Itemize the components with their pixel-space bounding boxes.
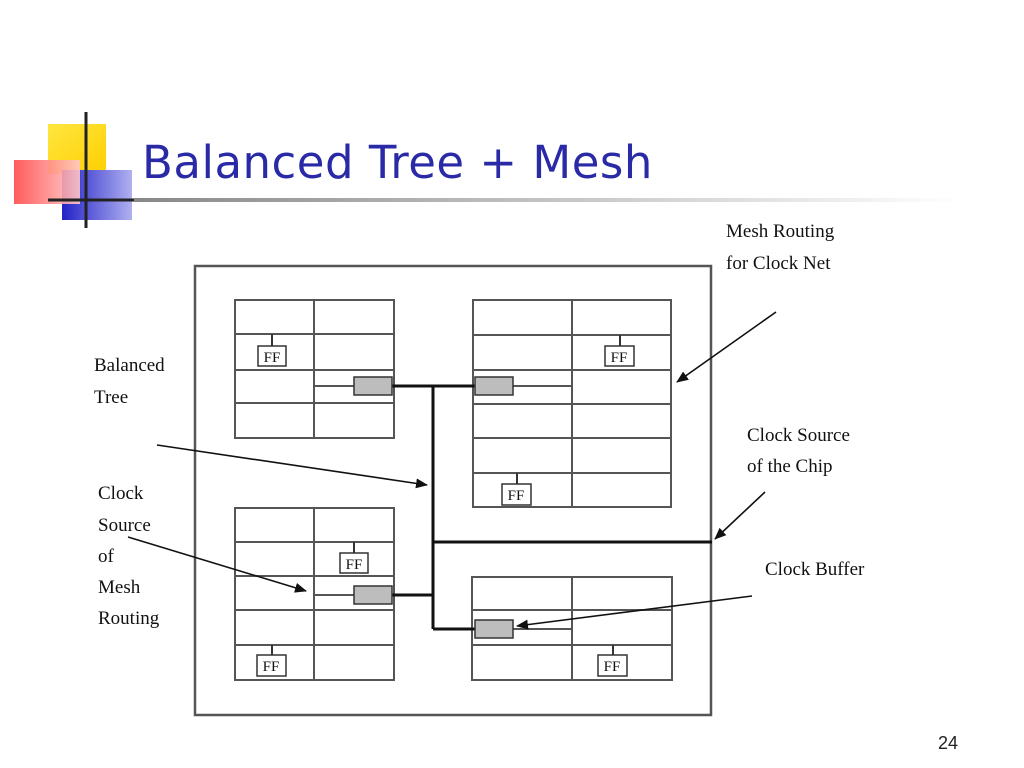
flip-flop: FF (604, 335, 635, 367)
ff-label: FF (604, 659, 621, 675)
chip-outline (193, 264, 713, 717)
clock-buffer (353, 585, 393, 605)
label-mesh-routing: Mesh Routing for Clock Net (726, 221, 835, 274)
label-line: of the Chip (747, 456, 833, 477)
arrow-clock-buffer (516, 595, 753, 630)
clock-buffer (353, 376, 393, 396)
flip-flop: FF (339, 542, 369, 574)
mesh-block-top-left (234, 299, 395, 439)
title-underline (134, 198, 964, 202)
clock-buffer (474, 619, 514, 639)
label-line: Clock Source (747, 425, 850, 446)
arrow-clock-source-chip (714, 491, 766, 540)
buffer-feed-lines (314, 385, 572, 630)
arrow-mesh-routing (676, 311, 777, 383)
label-clock-buffer: Clock Buffer (765, 559, 865, 580)
arrow-clock-source-mesh (127, 536, 307, 593)
label-line: of (98, 546, 115, 567)
label-clock-source-chip: Clock Source of the Chip (747, 425, 850, 477)
flip-flop: FF (256, 645, 287, 677)
ff-label: FF (508, 488, 525, 504)
label-line: Clock (98, 483, 144, 504)
page-number: 24 (938, 733, 959, 753)
ff-label: FF (346, 557, 363, 573)
arrow-balanced-tree (156, 444, 428, 489)
label-line: Tree (94, 387, 128, 408)
flip-flop: FF (257, 334, 287, 367)
slide-title: Balanced Tree + Mesh (142, 136, 653, 189)
flip-flop: FF (597, 645, 628, 677)
label-line: Routing (98, 608, 160, 629)
label-line: Balanced (94, 355, 165, 376)
deco-red-square (14, 160, 80, 204)
label-line: Mesh (98, 577, 141, 598)
ff-label: FF (264, 350, 281, 366)
label-line: Source (98, 515, 151, 536)
mesh-block-top-right (472, 299, 672, 508)
label-balanced-tree: Balanced Tree (94, 355, 165, 408)
label-line: Mesh Routing (726, 221, 835, 242)
flip-flops: FF FF FF FF FF (256, 334, 635, 677)
ff-label: FF (263, 659, 280, 675)
label-line: Clock Buffer (765, 559, 865, 580)
ff-label: FF (611, 350, 628, 366)
label-clock-source-mesh: Clock Source of Mesh Routing (98, 483, 160, 629)
flip-flop: FF (501, 473, 532, 506)
balanced-tree (392, 384, 712, 631)
clock-buffer (474, 376, 514, 396)
label-line: for Clock Net (726, 253, 831, 274)
